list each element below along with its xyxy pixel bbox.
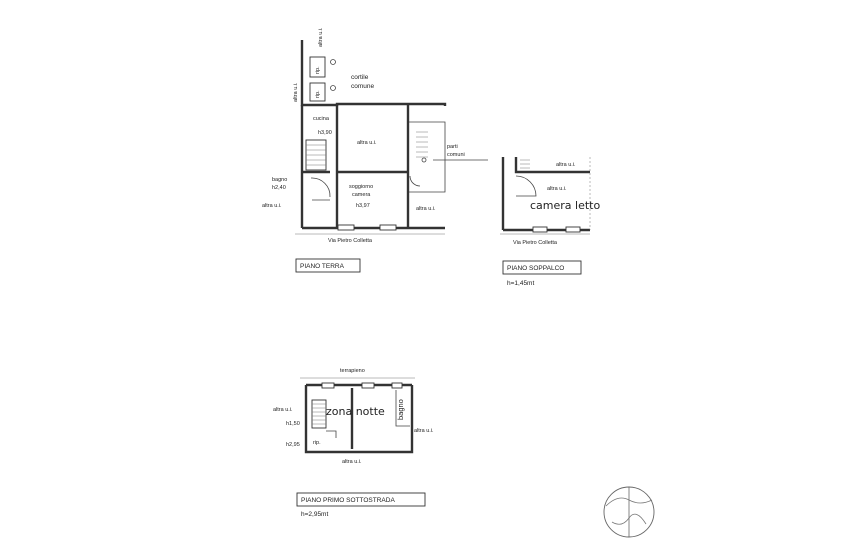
plan-title: PIANO SOPPALCO <box>507 265 564 272</box>
label-common-parts: parti <box>447 144 458 150</box>
label-altra-ui: altra u.i. <box>262 203 282 209</box>
label-bedroom: camera letto <box>530 199 600 212</box>
label-storage: rip. <box>315 90 321 98</box>
label-altra-ui: altra u.i. <box>273 407 293 413</box>
label-living: camera <box>352 192 371 198</box>
label-height: h1,50 <box>286 421 300 427</box>
label-street: Via Pietro Colletta <box>513 240 558 246</box>
label-bathroom: bagno <box>272 177 287 183</box>
title-box <box>296 492 426 507</box>
label-altra-ui: altra u.i. <box>357 140 377 146</box>
label-altra-ui: altra u.i. <box>556 162 576 168</box>
label-height: h2,40 <box>272 185 286 191</box>
label-altra-ui: altra u.i. <box>414 428 434 434</box>
label-courtyard: cortile <box>351 74 369 81</box>
basement-plan: terrapieno altra u.i. zona notte bagno h… <box>273 368 434 518</box>
label-kitchen: cucina <box>313 116 330 122</box>
label-common-parts: comuni <box>447 152 465 158</box>
ground-floor-plan: altra u.i. altra u.i. rip. rip. cortile … <box>262 27 488 273</box>
north-arrow-icon <box>603 486 655 538</box>
mezzanine-plan: altra u.i. camera letto altra u.i. Via P… <box>500 157 600 287</box>
plan-height: h=1,45mt <box>507 280 534 287</box>
label-storage: rip. <box>313 440 321 446</box>
label-embankment: terrapieno <box>340 368 365 374</box>
common-area-outline <box>409 121 446 193</box>
label-altra-ui: altra u.i. <box>547 186 567 192</box>
label-altra-ui: altra u.i. <box>342 459 362 465</box>
label-height: h3,97 <box>356 203 370 209</box>
mezzanine-door-swing <box>515 175 537 197</box>
label-altra-ui: altra u.i. <box>318 27 324 47</box>
label-storage: rip. <box>315 66 321 74</box>
label-courtyard: comune <box>351 83 375 90</box>
label-height: h2,95 <box>286 442 300 448</box>
label-street: Via Pietro Colletta <box>328 238 373 244</box>
storage-room-2 <box>309 82 326 102</box>
label-bathroom: bagno <box>396 399 405 420</box>
label-altra-ui: altra u.i. <box>293 82 299 102</box>
plan-title: PIANO PRIMO SOTTOSTRADA <box>301 497 395 504</box>
plan-title: PIANO TERRA <box>300 263 345 270</box>
window-south-2 <box>379 224 397 231</box>
bath-door-swing <box>310 177 331 198</box>
title-box <box>295 258 361 273</box>
label-living: soggiorno <box>349 184 373 190</box>
window-south-1 <box>337 224 355 231</box>
storage-room-1 <box>309 56 326 78</box>
title-box <box>502 260 582 275</box>
ground-stairs <box>305 131 428 171</box>
basement-stairs <box>311 399 327 429</box>
plan-height: h=2,95mt <box>301 511 328 518</box>
label-altra-ui: altra u.i. <box>416 206 436 212</box>
label-sleeping-area: zona notte <box>326 405 385 418</box>
label-height: h3,90 <box>318 130 332 136</box>
living-door-swing <box>409 175 421 187</box>
